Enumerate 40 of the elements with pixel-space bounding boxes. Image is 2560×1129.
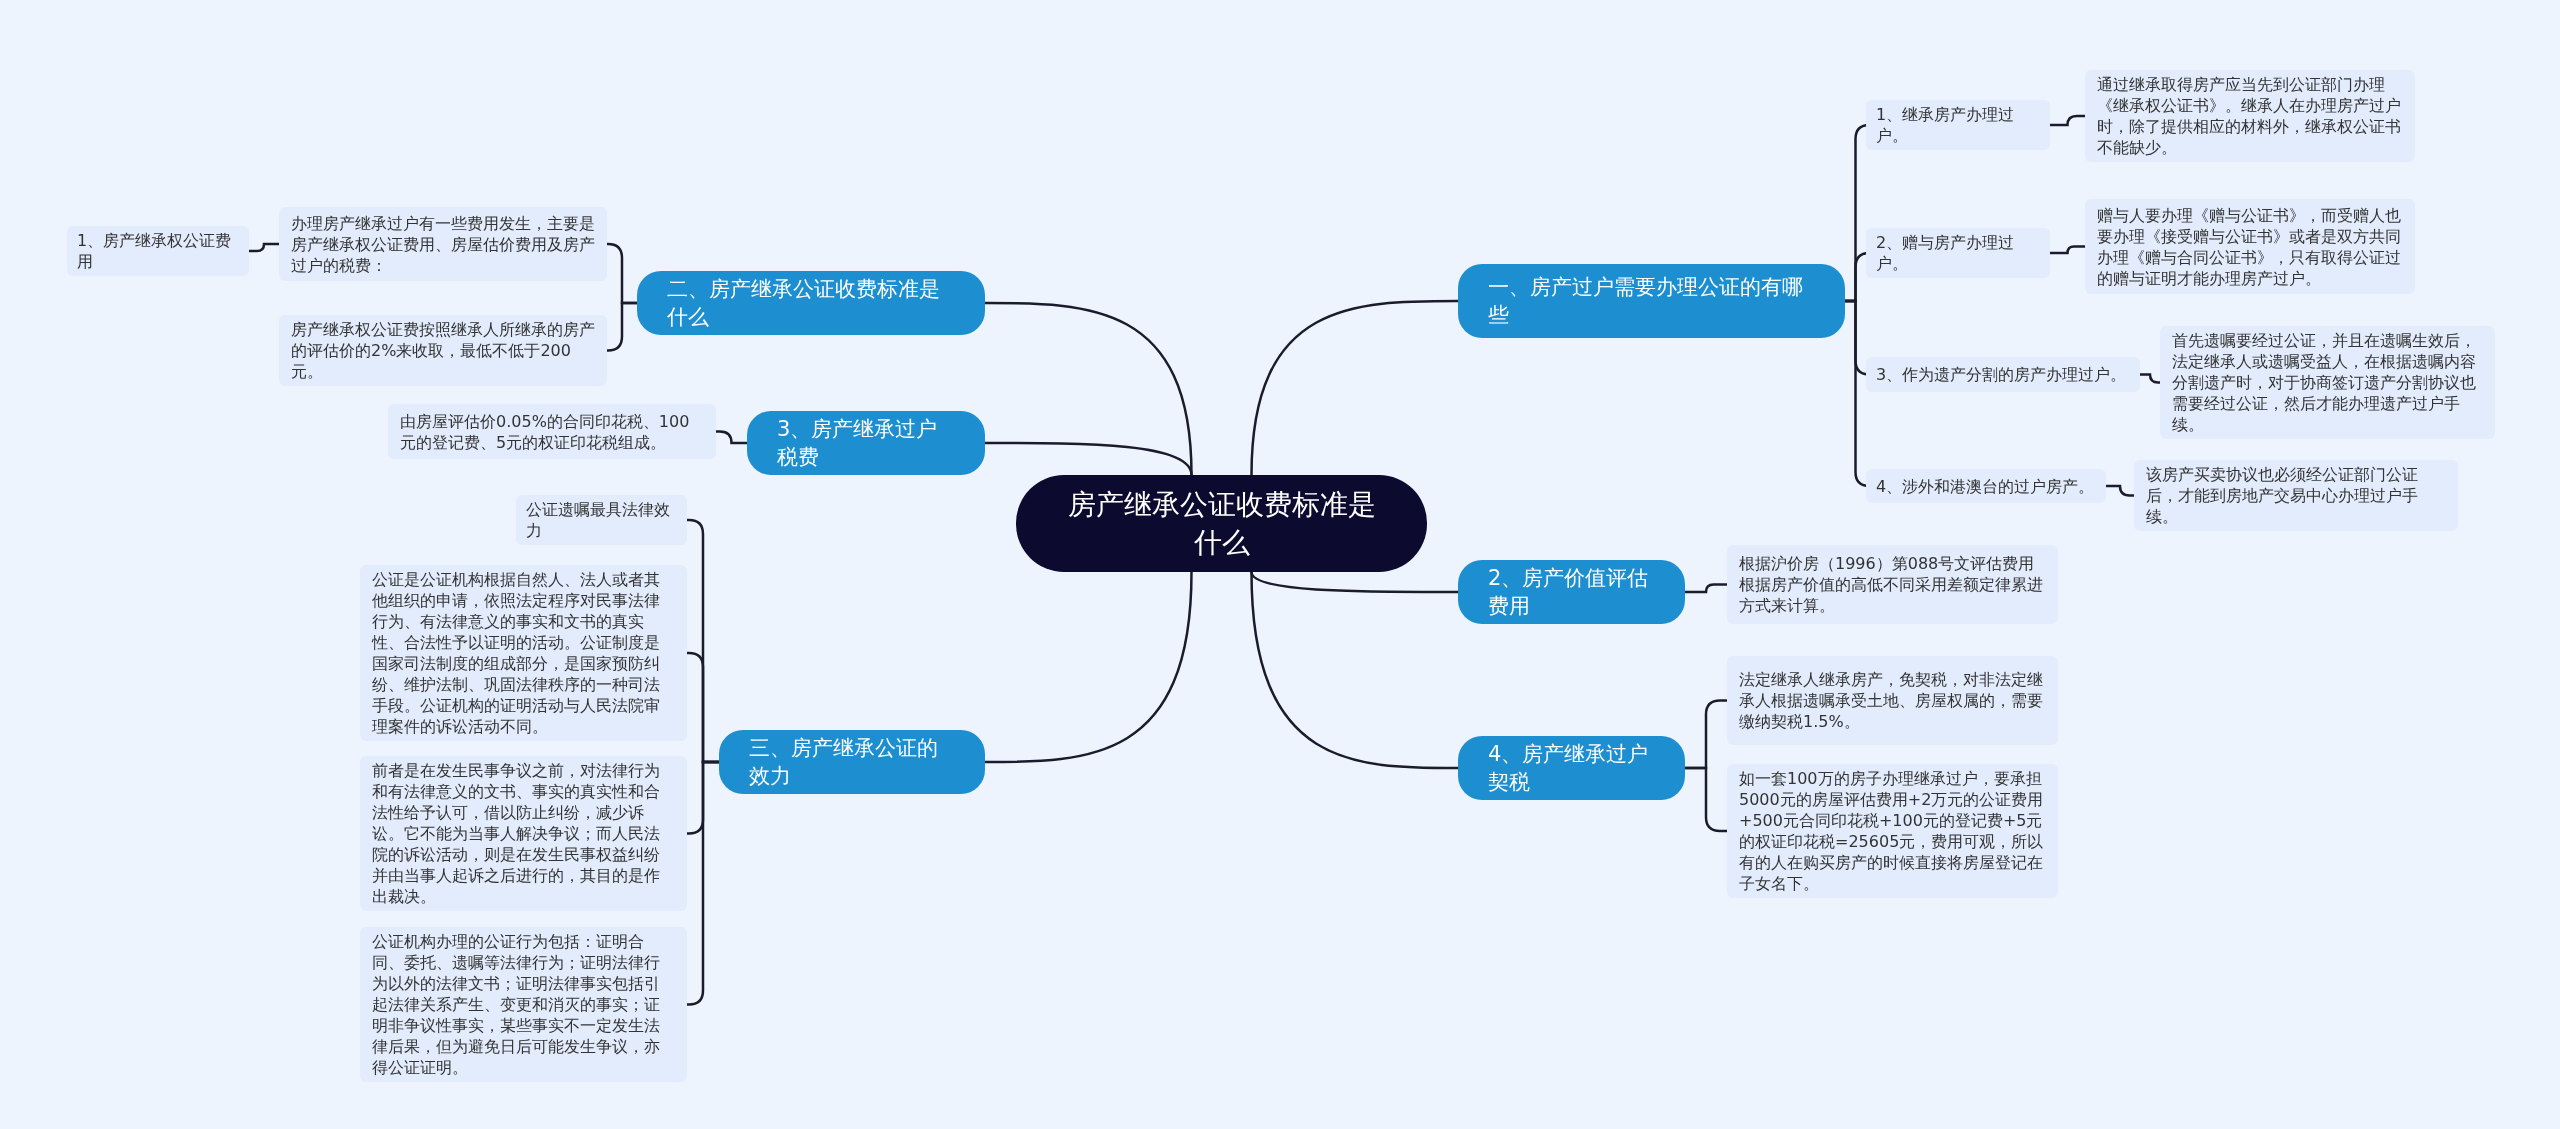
topic-box: 4、房产继承过户契税 (1458, 736, 1685, 800)
connector-line (2050, 114, 2085, 127)
subtopic-box: 4、涉外和港澳台的过户房产。 (1866, 469, 2106, 503)
connector-line (2050, 245, 2085, 255)
connector-line (1250, 299, 1458, 476)
note-box: 通过继承取得房产应当先到公证部门办理《继承权公证书》。继承人在办理房产过户时，除了提供相应的材料外，继承权公证书不能缺少。 (2085, 70, 2415, 162)
topic-box: 2、房产价值评估费用 (1458, 560, 1685, 624)
connector-line (1250, 571, 1458, 594)
note-box: 公证是公证机构根据自然人、法人或者其他组织的申请，依照法定程序对民事法律行为、有法律意义的事实和文书的真实性、合法性予以证明的活动。公证制度是国家司法制度的组成部分，是国家预防纠纷、维护法制、巩固法律秩序的一种司法手段。公证机构的证明活动与人民法院审理案件的诉讼活动不同。 (360, 565, 687, 741)
note-box: 首先遗嘱要经过公证，并且在遗嘱生效后，法定继承人或遗嘱受益人，在根据遗嘱内容分割遗产时，对于协商签订遗产分割协议也需要经过公证，然后才能办理遗产过户手续。 (2160, 326, 2495, 439)
note-box: 根据沪价房（1996）第088号文评估费用根据房产价值的高低不同采用差额定律累进方式来计算。 (1727, 545, 2058, 624)
topic-box: 一、房产过户需要办理公证的有哪些 (1458, 264, 1845, 338)
note-box: 赠与人要办理《赠与公证书》，而受赠人也要办理《接受赠与公证书》或者是双方共同办理《赠与合同公证书》，只有取得公证过的赠与证明才能办理房产过户。 (2085, 199, 2415, 294)
note-box: 由房屋评估价0.05%的合同印花税、100元的登记费、5元的权证印花税组成。 (388, 404, 716, 459)
connector-line (1685, 766, 1727, 833)
connector-line (2106, 484, 2134, 497)
topic-box: 二、房产继承公证收费标准是什么 (637, 271, 985, 335)
note-box: 办理房产继承过户有一些费用发生，主要是房产继承权公证费用、房屋估价费用及房产过户的税费： (279, 207, 607, 281)
subtopic-box: 3、作为遗产分割的房产办理过户。 (1866, 357, 2140, 392)
connector-line (249, 242, 279, 253)
note-box: 法定继承人继承房产，免契税，对非法定继承人根据遗嘱承受土地、房屋权属的，需要缴纳契税1.5%。 (1727, 656, 2058, 745)
note-box: 该房产买卖协议也必须经公证部门公证后，才能到房地产交易中心办理过户手续。 (2134, 460, 2458, 531)
subtopic-box: 1、房产继承权公证费用 (67, 226, 249, 276)
connector-line (1685, 583, 1727, 594)
connector-line (2140, 373, 2160, 384)
subtopic-box: 1、继承房产办理过户。 (1866, 100, 2050, 150)
central-topic: 房产继承公证收费标准是什么 (1016, 475, 1427, 572)
subtopic-box: 2、赠与房产办理过户。 (1866, 228, 2050, 278)
connector-line (716, 430, 747, 445)
note-box: 房产继承权公证费按照继承人所继承的房产的评估价的2%来收取，最低不低于200元。 (279, 315, 607, 386)
connector-line (606, 301, 637, 352)
topic-box: 3、房产继承过户税费 (747, 411, 985, 475)
connector-line (985, 571, 1193, 764)
note-box: 公证机构办理的公证行为包括：证明合同、委托、遗嘱等法律行为；证明法律行为以外的法律文书；证明法律事实包括引起法律关系产生、变更和消灭的事实；证明非争议性事实，某些事实不一定发生法律后果，但为避免日后可能发生争议，亦得公证证明。 (360, 927, 687, 1082)
connector-line (985, 441, 1193, 476)
note-box: 如一套100万的房子办理继承过户，要承担5000元的房屋评估费用+2万元的公证费用+500元合同印花税+100元的登记费+5元的权证印花税=25605元，费用可观，所以有的人在购买房产的时候直接将房屋登记在子女名下。 (1727, 764, 2058, 898)
note-box: 前者是在发生民事争议之前，对法律行为和有法律意义的文书、事实的真实性和合法性给予认可，借以防止纠纷，减少诉讼。它不能为当事人解决争议；而人民法院的诉讼活动，则是在发生民事权益纠纷并由当事人起诉之后进行的，其目的是作出裁决。 (360, 756, 687, 911)
topic-box: 三、房产继承公证的效力 (719, 730, 985, 794)
connector-line (1250, 571, 1458, 770)
subtopic-box: 公证遗嘱最具法律效力 (516, 495, 687, 545)
